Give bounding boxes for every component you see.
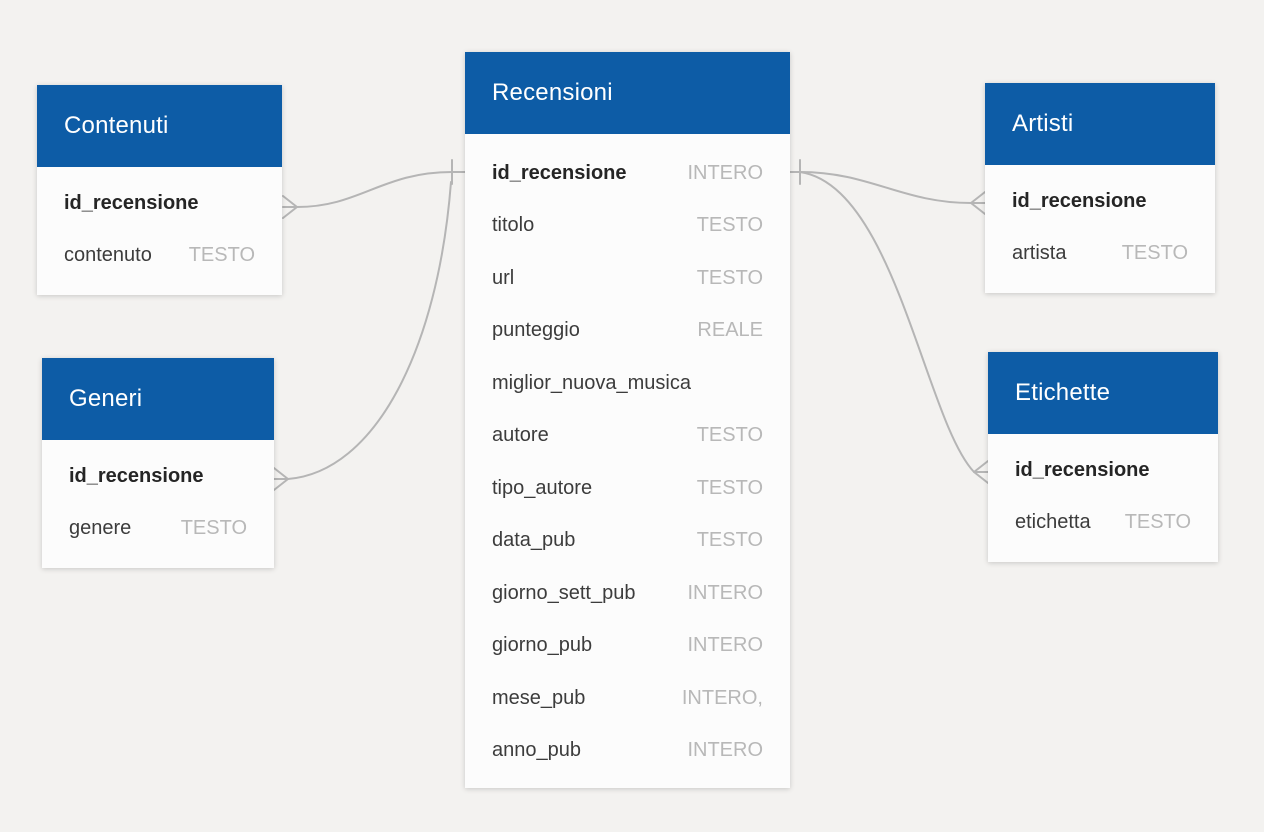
relationship-contenuti-recensioni	[282, 159, 467, 219]
relationship-generi-recensioni	[273, 181, 452, 491]
field-type: TESTO	[188, 243, 255, 266]
table-row: anno_pub INTERO	[465, 725, 790, 778]
table-title: Artisti	[985, 83, 1215, 165]
table-row: mese_pub INTERO,	[465, 672, 790, 725]
table-title: Recensioni	[465, 52, 790, 134]
table-fields: id_recensione etichetta TESTO	[988, 434, 1218, 562]
field-type: REALE	[697, 319, 763, 342]
entity-table-etichette[interactable]: Etichette id_recensione etichetta TESTO	[988, 352, 1218, 562]
field-type: INTERO	[687, 634, 763, 657]
field-type: TESTO	[696, 529, 763, 552]
table-fields: id_recensione artista TESTO	[985, 165, 1215, 293]
table-title: Etichette	[988, 352, 1218, 434]
field-name: autore	[492, 424, 549, 447]
table-row: etichetta TESTO	[988, 496, 1218, 548]
table-row: titolo TESTO	[465, 200, 790, 253]
table-row: tipo_autore TESTO	[465, 462, 790, 515]
field-name: id_recensione	[1012, 189, 1147, 212]
entity-table-generi[interactable]: Generi id_recensione genere TESTO	[42, 358, 274, 568]
table-title: Generi	[42, 358, 274, 440]
entity-table-artisti[interactable]: Artisti id_recensione artista TESTO	[985, 83, 1215, 293]
field-type: TESTO	[696, 266, 763, 289]
table-row: giorno_sett_pub INTERO	[465, 567, 790, 620]
field-name: data_pub	[492, 529, 576, 552]
table-row: artista TESTO	[985, 227, 1215, 279]
field-name: etichetta	[1015, 510, 1091, 533]
field-name: id_recensione	[1015, 458, 1150, 481]
table-row: miglior_nuova_musica	[465, 357, 790, 410]
relationship-recensioni-etichette	[799, 171, 989, 484]
field-name: titolo	[492, 214, 535, 237]
field-name: artista	[1012, 241, 1067, 264]
relationship-recensioni-artisti	[788, 159, 986, 215]
field-type: TESTO	[180, 516, 247, 539]
crow-foot-icon	[973, 460, 989, 484]
table-row: id_recensione	[37, 177, 282, 229]
crow-foot-icon	[273, 467, 289, 491]
field-type: INTERO	[687, 739, 763, 762]
table-row: url TESTO	[465, 252, 790, 305]
table-row: data_pub TESTO	[465, 515, 790, 568]
field-name: contenuto	[64, 243, 152, 266]
field-name: miglior_nuova_musica	[492, 371, 691, 394]
table-row: punteggio REALE	[465, 305, 790, 358]
field-type: INTERO,	[681, 686, 763, 709]
crow-foot-icon	[282, 195, 298, 219]
table-row: autore TESTO	[465, 410, 790, 463]
field-type: TESTO	[1124, 510, 1191, 533]
field-name: id_recensione	[64, 191, 199, 214]
entity-table-recensioni[interactable]: Recensioni id_recensione INTERO titolo T…	[465, 52, 790, 788]
field-name: tipo_autore	[492, 476, 593, 499]
field-name: mese_pub	[492, 686, 586, 709]
field-name: genere	[69, 516, 132, 539]
field-name: id_recensione	[492, 161, 627, 184]
table-row: id_recensione	[988, 444, 1218, 496]
field-type: TESTO	[696, 214, 763, 237]
table-fields: id_recensione INTERO titolo TESTO url TE…	[465, 134, 790, 788]
table-row: id_recensione	[42, 450, 274, 502]
table-row: id_recensione INTERO	[465, 147, 790, 200]
table-row: contenuto TESTO	[37, 229, 282, 281]
field-type: TESTO	[696, 476, 763, 499]
table-fields: id_recensione contenuto TESTO	[37, 167, 282, 295]
field-name: punteggio	[492, 319, 580, 342]
field-name: anno_pub	[492, 739, 581, 762]
table-row: giorno_pub INTERO	[465, 620, 790, 673]
field-type: INTERO	[687, 581, 763, 604]
table-title: Contenuti	[37, 85, 282, 167]
table-row: genere TESTO	[42, 502, 274, 554]
field-type: TESTO	[696, 424, 763, 447]
field-name: url	[492, 266, 515, 289]
crow-foot-icon	[970, 191, 986, 215]
field-name: giorno_sett_pub	[492, 581, 636, 604]
table-fields: id_recensione genere TESTO	[42, 440, 274, 568]
field-type: TESTO	[1121, 241, 1188, 264]
table-row: id_recensione	[985, 175, 1215, 227]
field-type: INTERO	[687, 161, 763, 184]
field-name: id_recensione	[69, 464, 204, 487]
entity-table-contenuti[interactable]: Contenuti id_recensione contenuto TESTO	[37, 85, 282, 295]
field-name: giorno_pub	[492, 634, 593, 657]
